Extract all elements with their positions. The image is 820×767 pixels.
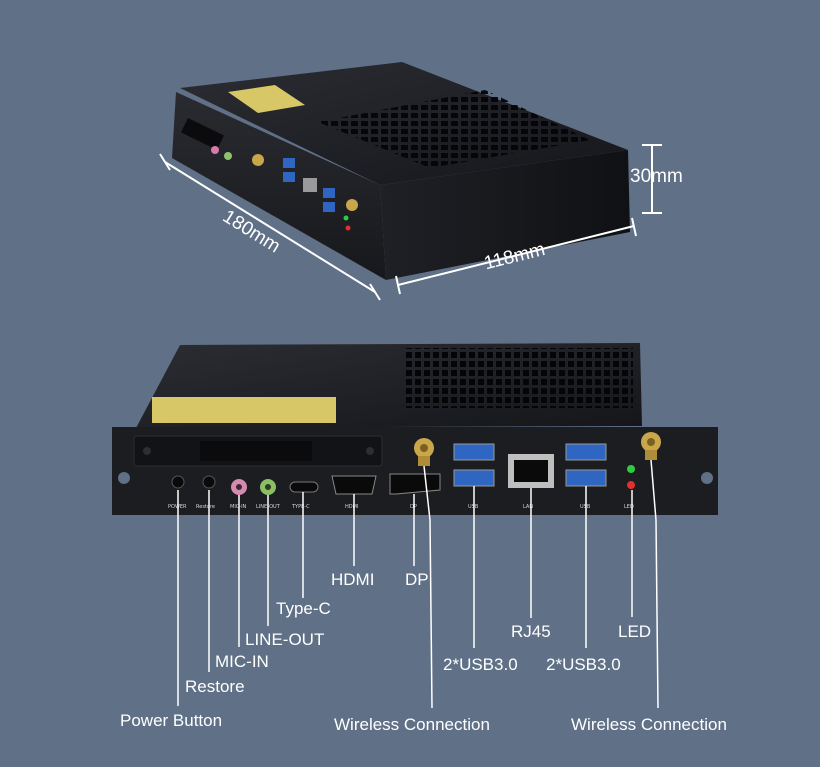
warning-sticker-top — [228, 85, 305, 113]
label-wireless-right: Wireless Connection — [571, 715, 727, 734]
top-device-view — [172, 62, 630, 280]
label-rj45: RJ45 — [511, 622, 551, 641]
label-type-c: Type-C — [276, 599, 331, 618]
label-led: LED — [618, 622, 652, 641]
label-line-out: LINE-OUT — [245, 630, 325, 649]
warning-sticker-front — [152, 397, 336, 423]
svg-text:TYPE-C: TYPE-C — [291, 504, 310, 510]
svg-text:LAN: LAN — [523, 504, 533, 510]
label-wireless-left: Wireless Connection — [334, 715, 490, 734]
callout-lines — [177, 459, 659, 709]
label-restore: Restore — [185, 677, 245, 696]
label-usb-right: 2*USB3.0 — [546, 655, 621, 674]
label-mic-in: MIC-IN — [215, 652, 269, 671]
label-hdmi: HDMI — [331, 570, 375, 589]
front-panel-view — [112, 343, 718, 515]
svg-text:LED: LED — [624, 504, 634, 510]
label-usb-left: 2*USB3.0 — [443, 655, 518, 674]
label-power-button: Power Button — [120, 711, 223, 730]
svg-text:HDMI: HDMI — [345, 504, 358, 510]
dimension-lines — [159, 144, 662, 301]
top-vent-grille — [318, 90, 590, 168]
front-vent-grille — [405, 348, 633, 408]
antenna-connector-icon — [252, 154, 264, 166]
svg-text:Restore: Restore — [196, 504, 215, 510]
label-dp: DP — [405, 570, 429, 589]
dimension-height-label: 30mm — [630, 166, 683, 187]
